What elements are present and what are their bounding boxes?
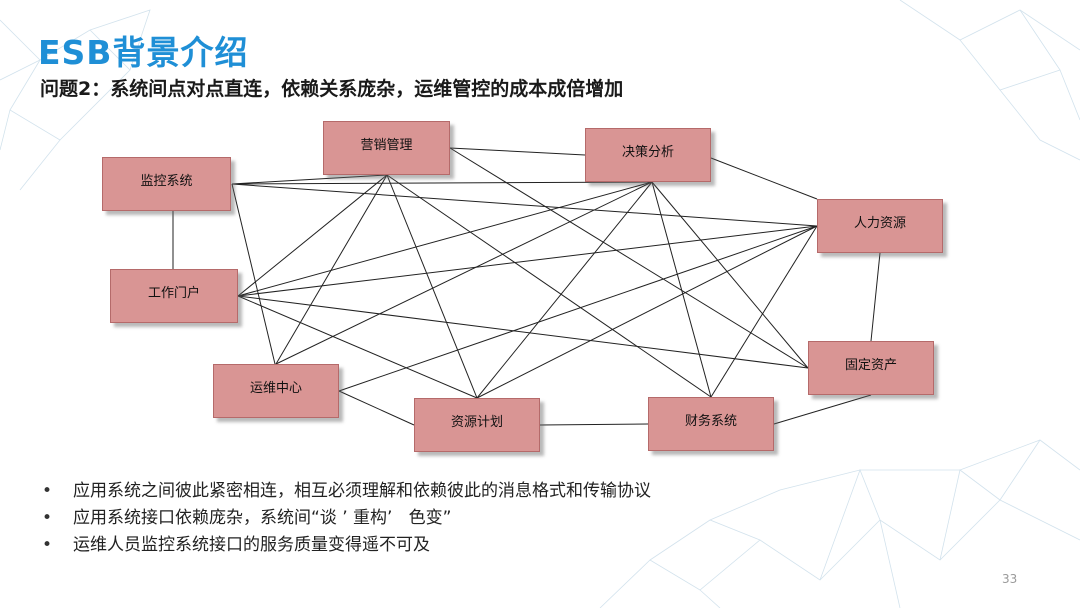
node-label: 资源计划 xyxy=(450,415,503,430)
connection-line xyxy=(710,157,818,200)
node-yxgl: 营销管理 xyxy=(323,121,450,175)
bullet-item: 应用系统接口依赖庞杂，系统间“谈 ’ 重构’ 色变” xyxy=(40,505,651,532)
connection-line xyxy=(237,225,818,297)
connection-line xyxy=(237,181,653,297)
node-label: 工作门户 xyxy=(147,286,200,301)
connection-line xyxy=(710,225,818,398)
connection-line xyxy=(231,181,653,185)
page-number: 33 xyxy=(1002,572,1018,586)
node-label: 决策分析 xyxy=(621,145,674,160)
node-label: 监控系统 xyxy=(140,174,193,189)
bullet-item: 应用系统之间彼此紧密相连，相互必须理解和依赖彼此的消息格式和传输协议 xyxy=(40,478,651,505)
node-rlzy: 人力资源 xyxy=(817,199,943,253)
node-jcfx: 决策分析 xyxy=(585,128,711,182)
connection-line xyxy=(449,147,586,156)
connection-line xyxy=(231,183,818,227)
connection-line xyxy=(386,174,712,398)
node-gdzc: 固定资产 xyxy=(808,341,934,395)
connection-line xyxy=(237,295,478,399)
connection-line xyxy=(231,183,276,365)
node-label: 营销管理 xyxy=(360,138,413,153)
connection-line xyxy=(449,147,809,369)
node-jkxt: 监控系统 xyxy=(102,157,231,211)
connection-line xyxy=(539,423,649,426)
slide-subtitle: 问题2：系统间点对点直连，依赖关系庞杂，运维管控的成本成倍增加 xyxy=(40,78,624,100)
node-zyjh: 资源计划 xyxy=(414,398,540,452)
connection-line xyxy=(870,252,881,342)
connection-line xyxy=(338,225,818,392)
connection-line xyxy=(386,174,478,399)
bullet-item: 运维人员监控系统接口的服务质量变得遥不可及 xyxy=(40,532,651,559)
connection-line xyxy=(476,181,653,399)
node-label: 人力资源 xyxy=(853,216,906,231)
connection-line xyxy=(275,174,388,365)
node-cwxt: 财务系统 xyxy=(648,397,774,451)
connection-line xyxy=(651,181,712,398)
connection-line xyxy=(338,390,415,426)
connection-line xyxy=(237,174,388,297)
connection-line xyxy=(237,295,809,369)
connection-line xyxy=(476,225,818,399)
node-gzmh: 工作门户 xyxy=(110,269,238,323)
bullet-list: 应用系统之间彼此紧密相连，相互必须理解和依赖彼此的消息格式和传输协议 应用系统接… xyxy=(40,478,651,559)
connection-line xyxy=(275,181,653,365)
connection-line xyxy=(651,181,809,369)
node-ywzx: 运维中心 xyxy=(213,364,339,418)
node-label: 固定资产 xyxy=(844,358,897,373)
node-label: 财务系统 xyxy=(684,414,737,429)
connection-line xyxy=(773,394,872,425)
node-label: 运维中心 xyxy=(249,381,302,396)
slide-title: ESB背景介绍 xyxy=(38,33,249,72)
connection-line xyxy=(231,174,388,185)
